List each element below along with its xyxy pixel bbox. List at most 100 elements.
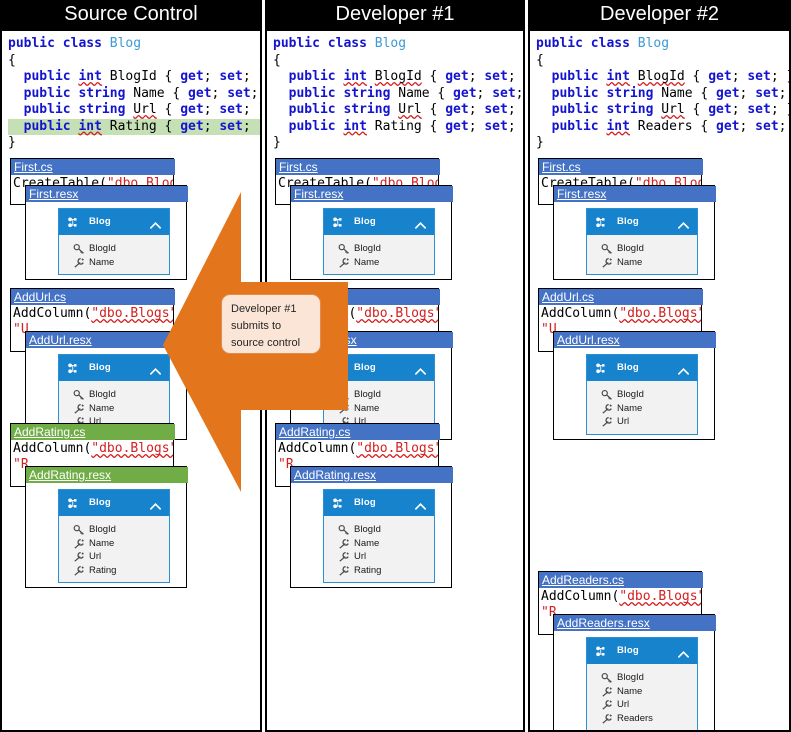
entity-field-row[interactable]: BlogId — [59, 388, 169, 402]
chevron-up-icon[interactable] — [677, 646, 690, 658]
code-token: get — [708, 102, 732, 117]
code-token: BlogId { — [101, 69, 181, 84]
entity-card-header[interactable]: Blog — [587, 638, 697, 664]
entity-table-icon — [67, 216, 81, 229]
chevron-up-icon[interactable] — [414, 217, 427, 229]
entity-field-row[interactable]: Url — [587, 698, 697, 712]
entity-field-row[interactable]: Url — [587, 415, 697, 429]
entity-field-row[interactable]: Name — [59, 402, 169, 416]
code-token: ; } — [507, 69, 516, 84]
resx-file-name[interactable]: AddReaders.resx — [554, 615, 716, 631]
entity-field-row[interactable]: Name — [59, 537, 169, 551]
property-icon — [338, 257, 350, 269]
code-token — [536, 102, 552, 117]
resx-file-name[interactable]: First.resx — [26, 186, 188, 202]
entity-field-row[interactable]: BlogId — [59, 242, 169, 256]
chevron-up-icon[interactable] — [149, 363, 162, 375]
entity-card-header[interactable]: Blog — [59, 209, 169, 235]
entity-field-row[interactable]: BlogId — [59, 523, 169, 537]
entity-field-row[interactable]: Readers — [587, 712, 697, 726]
entity-field-name: Url — [89, 416, 102, 427]
entity-card-header[interactable]: Blog — [324, 490, 434, 516]
code-token: ; } — [515, 85, 524, 101]
entity-field-name: Name — [354, 402, 380, 414]
code-token: public — [288, 102, 336, 117]
entity-field-row[interactable]: BlogId — [587, 671, 697, 685]
entity-field-row[interactable]: BlogId — [324, 242, 434, 256]
code-token: Rating { — [101, 118, 181, 134]
entity-card-header[interactable]: Blog — [59, 490, 169, 516]
entity-field-row[interactable]: Name — [587, 256, 697, 270]
entity-field-row[interactable]: Name — [587, 402, 697, 416]
entity-field-row[interactable]: Rating — [59, 564, 169, 578]
entity-field-row[interactable]: BlogId — [587, 388, 697, 402]
entity-card-header[interactable]: Blog — [324, 209, 434, 235]
code-token: class — [590, 36, 630, 51]
entity-field-row[interactable]: Url — [324, 550, 434, 564]
resx-file-name[interactable]: AddUrl.resx — [554, 332, 716, 348]
resx-file-name[interactable]: AddRating.resx — [26, 467, 188, 483]
resx-file-name[interactable]: AddUrl.resx — [26, 332, 188, 348]
cs-file-code: AddColumn("dbo.Blogs""U — [539, 306, 701, 338]
chevron-up-icon[interactable] — [149, 217, 162, 229]
property-icon — [601, 416, 613, 428]
cs-file-name[interactable]: AddUrl.cs — [539, 289, 703, 305]
entity-field-row[interactable]: Url — [59, 550, 169, 564]
resx-file-name[interactable]: First.resx — [291, 186, 453, 202]
cs-file-name[interactable]: AddUrl.cs — [11, 289, 175, 305]
entity-field-row[interactable]: Name — [324, 537, 434, 551]
code-line: { — [536, 53, 789, 70]
entity-field-row[interactable]: Name — [59, 256, 169, 270]
code-token: public — [273, 36, 320, 51]
entity-field-name: Rating — [89, 564, 117, 576]
code-token: ; — [203, 69, 220, 84]
chevron-up-icon[interactable] — [414, 363, 427, 375]
cs-file-name[interactable]: AddRating.cs — [11, 424, 175, 440]
code-line: { — [8, 53, 260, 70]
entity-card-header[interactable]: Blog — [587, 355, 697, 381]
cs-file-name[interactable]: First.cs — [11, 159, 175, 175]
code-token: { — [421, 102, 446, 117]
code-token: string — [343, 102, 391, 117]
entity-name: Blog — [354, 362, 376, 373]
chevron-up-icon[interactable] — [149, 498, 162, 510]
entity-field-row[interactable]: Rating — [324, 564, 434, 578]
property-icon — [601, 403, 613, 415]
code-token: get — [180, 118, 204, 134]
entity-card-header[interactable]: Blog — [587, 209, 697, 235]
chevron-up-icon[interactable] — [677, 217, 690, 229]
chevron-up-icon[interactable] — [677, 363, 690, 375]
property-icon — [73, 403, 85, 415]
entity-field-row[interactable]: Name — [324, 256, 434, 270]
code-line: public string Url { get; set; } — [273, 102, 523, 119]
resx-file-name[interactable]: First.resx — [554, 186, 716, 202]
entity-card-header[interactable]: Blog — [59, 355, 169, 381]
cs-file-name[interactable]: First.cs — [276, 159, 440, 175]
cs-file-name[interactable]: AddReaders.cs — [539, 572, 703, 588]
chevron-up-icon[interactable] — [414, 498, 427, 510]
cs-file-name[interactable]: First.cs — [539, 159, 703, 175]
entity-name: Blog — [89, 216, 111, 227]
entity-field-row[interactable]: BlogId — [324, 523, 434, 537]
cs-file-name[interactable]: AddRating.cs — [276, 424, 440, 440]
header-separator-2 — [525, 0, 528, 29]
entity-field-row[interactable]: Name — [587, 685, 697, 699]
resx-file-name[interactable]: AddRating.resx — [291, 467, 453, 483]
cs-code-string-2: "R — [13, 457, 29, 472]
entity-field-row[interactable]: BlogId — [587, 242, 697, 256]
